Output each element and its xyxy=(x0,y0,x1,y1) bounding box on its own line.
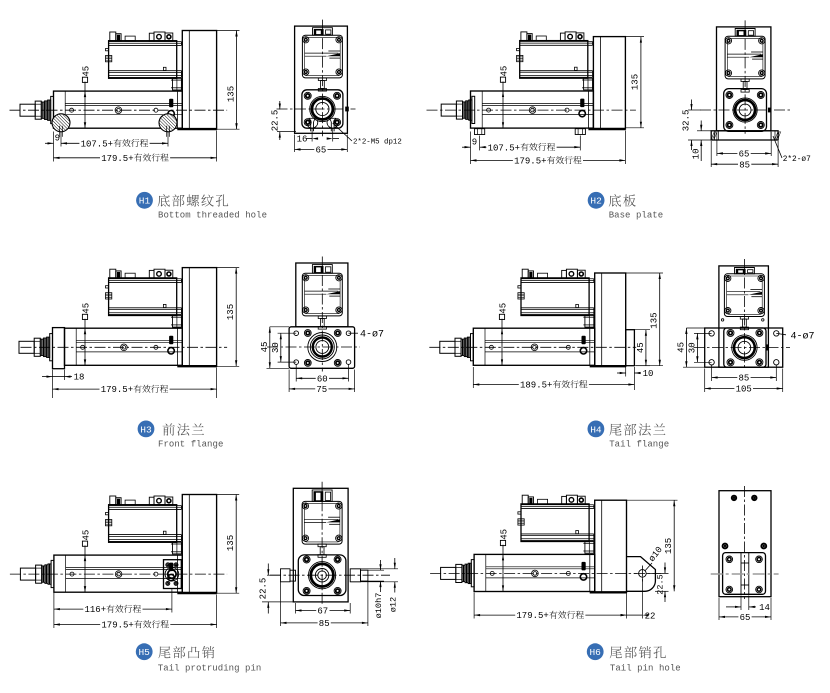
svg-text:45: 45 xyxy=(260,342,270,353)
svg-text:2*2-M5 dp12: 2*2-M5 dp12 xyxy=(353,139,402,147)
svg-text:45: 45 xyxy=(81,530,91,541)
svg-text:22.5: 22.5 xyxy=(655,574,665,594)
svg-text:65: 65 xyxy=(739,150,750,160)
svg-text:9: 9 xyxy=(55,134,60,144)
svg-text:105: 105 xyxy=(736,385,752,395)
svg-text:30: 30 xyxy=(271,342,281,353)
svg-text:Tail pin hole: Tail pin hole xyxy=(610,663,681,673)
svg-text:4-ø7: 4-ø7 xyxy=(791,331,815,342)
svg-text:45: 45 xyxy=(498,303,508,314)
svg-text:10: 10 xyxy=(643,369,654,379)
svg-text:85: 85 xyxy=(739,374,750,384)
svg-text:179.5+: 179.5+ xyxy=(514,157,546,167)
svg-text:30: 30 xyxy=(688,342,698,353)
svg-text:ø12: ø12 xyxy=(388,597,398,612)
svg-text:H2: H2 xyxy=(590,196,602,207)
svg-text:2*2-ø7: 2*2-ø7 xyxy=(783,156,811,164)
svg-text:135: 135 xyxy=(631,74,641,90)
svg-text:65: 65 xyxy=(740,613,751,623)
svg-text:179.5+: 179.5+ xyxy=(101,154,133,164)
svg-text:H1: H1 xyxy=(139,196,151,207)
svg-text:14: 14 xyxy=(759,603,770,613)
svg-text:135: 135 xyxy=(226,86,236,102)
svg-text:60: 60 xyxy=(317,374,328,384)
svg-text:18: 18 xyxy=(74,373,85,383)
svg-text:Tail flange: Tail flange xyxy=(609,439,669,449)
svg-text:135: 135 xyxy=(664,538,674,554)
svg-text:45: 45 xyxy=(81,66,91,77)
svg-text:Base plate: Base plate xyxy=(609,211,664,221)
svg-text:H5: H5 xyxy=(138,647,150,658)
svg-text:ø10h7: ø10h7 xyxy=(374,593,384,619)
svg-text:179.5+: 179.5+ xyxy=(516,611,548,621)
svg-text:65: 65 xyxy=(316,146,327,156)
svg-text:H4: H4 xyxy=(590,424,602,435)
svg-text:116+: 116+ xyxy=(85,605,107,615)
svg-text:22.5: 22.5 xyxy=(270,110,280,132)
svg-text:45: 45 xyxy=(676,342,686,353)
svg-text:22: 22 xyxy=(645,611,656,621)
svg-text:4-ø7: 4-ø7 xyxy=(360,330,384,341)
svg-text:107.5+: 107.5+ xyxy=(81,139,113,149)
svg-text:179.5+: 179.5+ xyxy=(101,621,133,631)
svg-text:67: 67 xyxy=(317,607,328,617)
svg-text:16: 16 xyxy=(297,135,308,145)
svg-text:10: 10 xyxy=(692,148,702,159)
svg-text:Front flange: Front flange xyxy=(158,439,223,449)
svg-text:45: 45 xyxy=(636,342,646,353)
svg-text:Tail protruding pin: Tail protruding pin xyxy=(158,663,262,673)
svg-text:135: 135 xyxy=(650,312,660,328)
svg-text:75: 75 xyxy=(316,385,327,395)
svg-text:H6: H6 xyxy=(589,647,601,658)
svg-text:85: 85 xyxy=(319,619,330,629)
svg-text:32.5: 32.5 xyxy=(681,110,691,132)
svg-text:45: 45 xyxy=(499,66,509,77)
svg-text:135: 135 xyxy=(226,304,236,320)
svg-text:45: 45 xyxy=(81,303,91,314)
svg-text:45: 45 xyxy=(499,529,509,540)
svg-text:85: 85 xyxy=(739,160,750,170)
svg-text:Bottom threaded hole: Bottom threaded hole xyxy=(158,211,267,221)
svg-text:135: 135 xyxy=(226,535,236,551)
svg-text:9: 9 xyxy=(472,138,477,148)
svg-text:107.5+: 107.5+ xyxy=(488,143,520,153)
svg-text:179.5+: 179.5+ xyxy=(101,385,133,395)
svg-text:H3: H3 xyxy=(140,424,152,435)
svg-text:22.5: 22.5 xyxy=(259,578,269,600)
svg-text:189.5+: 189.5+ xyxy=(520,381,552,391)
